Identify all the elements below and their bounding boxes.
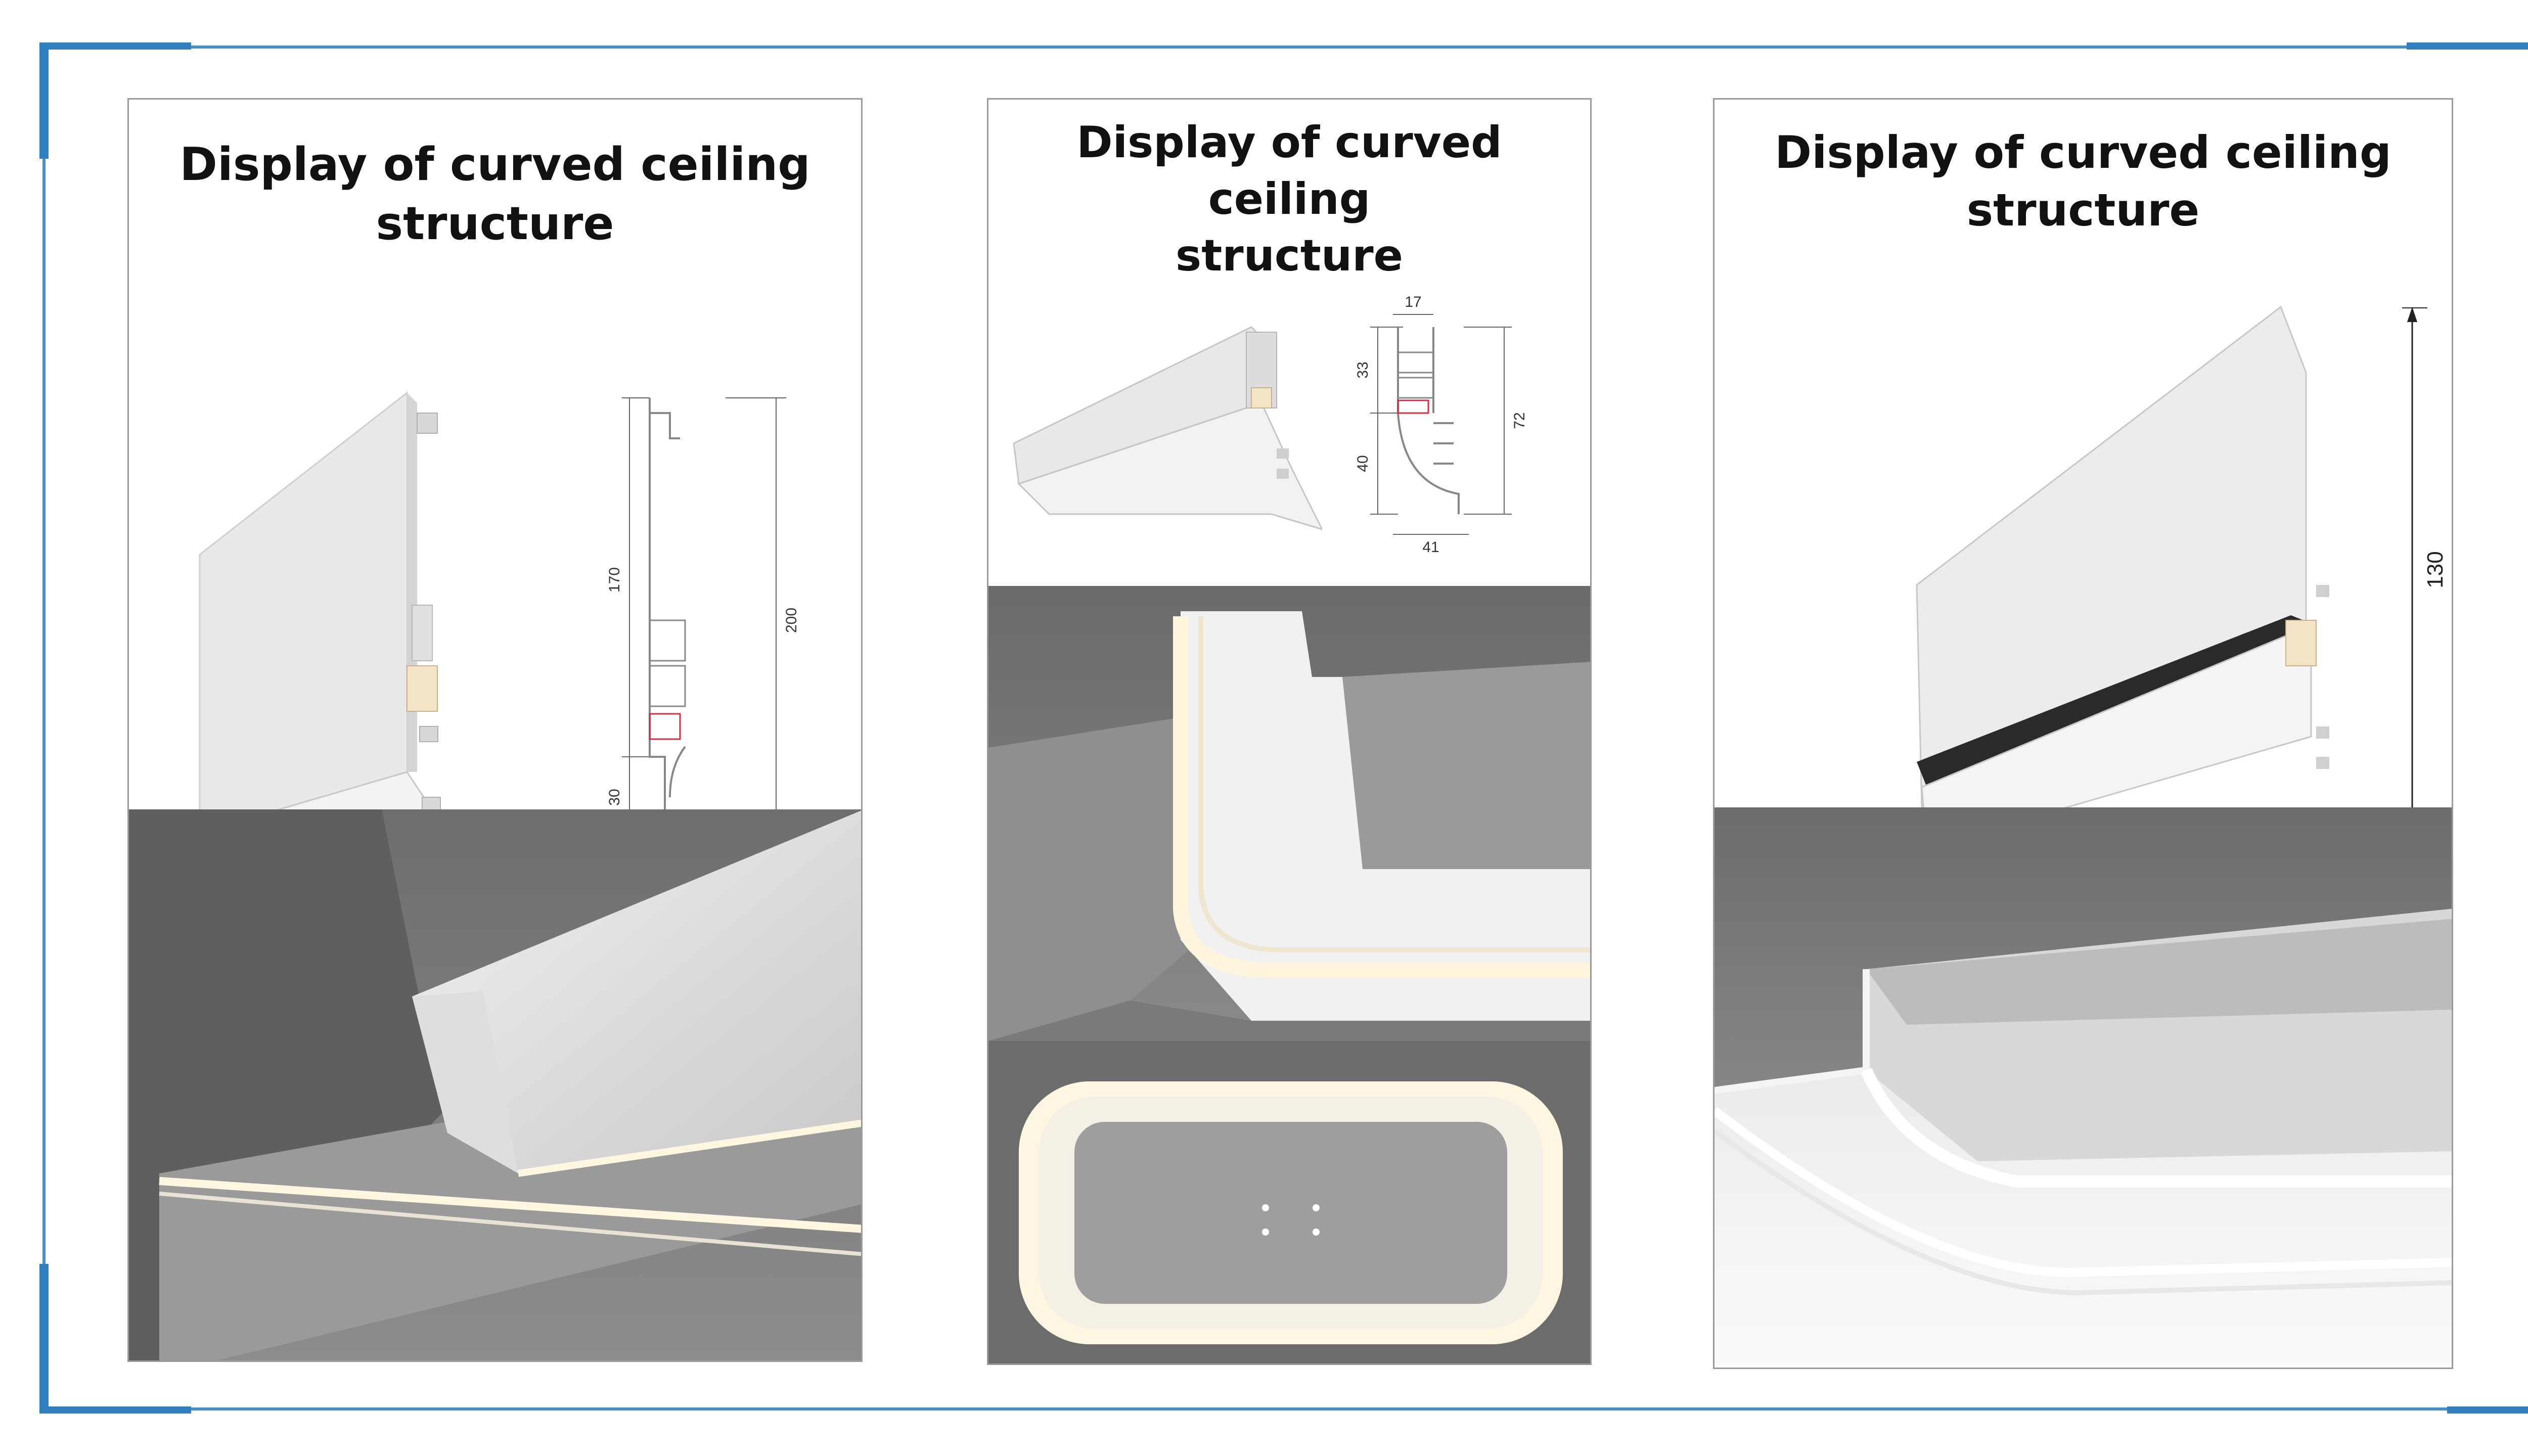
panel-1-title-line2: structure <box>376 197 614 250</box>
panel-1-title-line1: Display of curved ceiling <box>179 138 810 191</box>
ceiling-render-2a <box>988 586 1590 1041</box>
ceiling-render-1 <box>129 809 861 1360</box>
dim-170: 170 <box>606 567 623 593</box>
dim-30: 30 <box>606 789 623 805</box>
profile-render-3: 130 <box>1916 305 2448 849</box>
dim-41: 41 <box>1422 539 1439 556</box>
dim-200: 200 <box>783 608 800 633</box>
panel-2: Display of curved ceiling structure 17 3… <box>987 98 1592 1365</box>
frame-corner-bottom-left <box>39 1264 49 1414</box>
profile-section-drawing-2: 17 33 40 72 41 <box>1355 294 1528 556</box>
profile-section-drawing-1: 170 30 200 38 <box>606 397 800 878</box>
panel-2-title-line2: structure <box>1176 230 1403 281</box>
panel-3: Display of curved ceiling structure 130 <box>1713 98 2453 1369</box>
dim-17: 17 <box>1405 294 1421 310</box>
ceiling-render-2b <box>988 1041 1590 1363</box>
dim-130: 130 <box>2423 551 2448 588</box>
frame-corner-top-left-h <box>39 42 191 50</box>
frame-corner-bottom-right-h <box>2447 1406 2528 1414</box>
dim-33: 33 <box>1355 361 1371 378</box>
profile-render-2 <box>1013 326 1322 530</box>
dim-72: 72 <box>1511 412 1528 429</box>
panel-3-title: Display of curved ceiling structure <box>1714 124 2452 240</box>
frame-corner-top-right-h <box>2407 42 2528 50</box>
frame-corner-bottom-left-h <box>39 1406 191 1414</box>
frame-corner-top-left <box>39 42 49 159</box>
panel-2-title-line1: Display of curved ceiling <box>1076 117 1502 224</box>
panel-1: Display of curved ceiling structure 170 … <box>127 98 863 1362</box>
panel-3-title-line2: structure <box>1966 184 2200 237</box>
ceiling-render-3 <box>1714 807 2452 1368</box>
panel-3-title-line1: Display of curved ceiling <box>1775 126 2391 178</box>
panel-1-title: Display of curved ceiling structure <box>129 135 861 253</box>
outer-frame <box>42 46 2528 1410</box>
panel-2-title: Display of curved ceiling structure <box>988 115 1590 284</box>
dim-40: 40 <box>1355 455 1371 472</box>
